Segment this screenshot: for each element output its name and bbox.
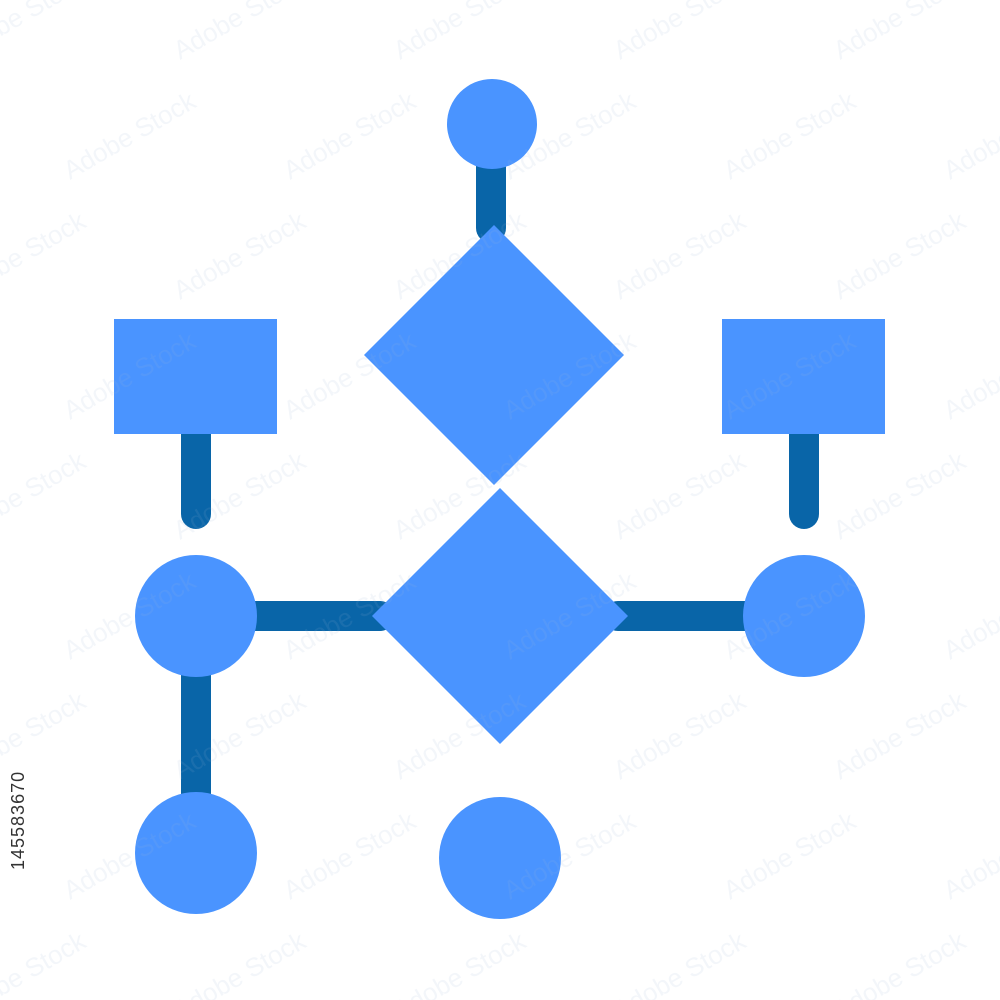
- connectors: [181, 145, 819, 819]
- left-middle-circle-node: [135, 555, 257, 677]
- bottom-center-circle-node: [439, 797, 561, 919]
- lower-diamond-node: [372, 488, 628, 744]
- upper-diamond-node: [364, 225, 624, 485]
- nodes: [114, 79, 885, 919]
- image-id-watermark: 145583670: [8, 770, 28, 870]
- left-rectangle-node: [114, 319, 277, 434]
- bottom-left-circle-node: [135, 792, 257, 914]
- right-rectangle-node: [722, 319, 885, 434]
- top-circle-node: [447, 79, 537, 169]
- right-middle-circle-node: [743, 555, 865, 677]
